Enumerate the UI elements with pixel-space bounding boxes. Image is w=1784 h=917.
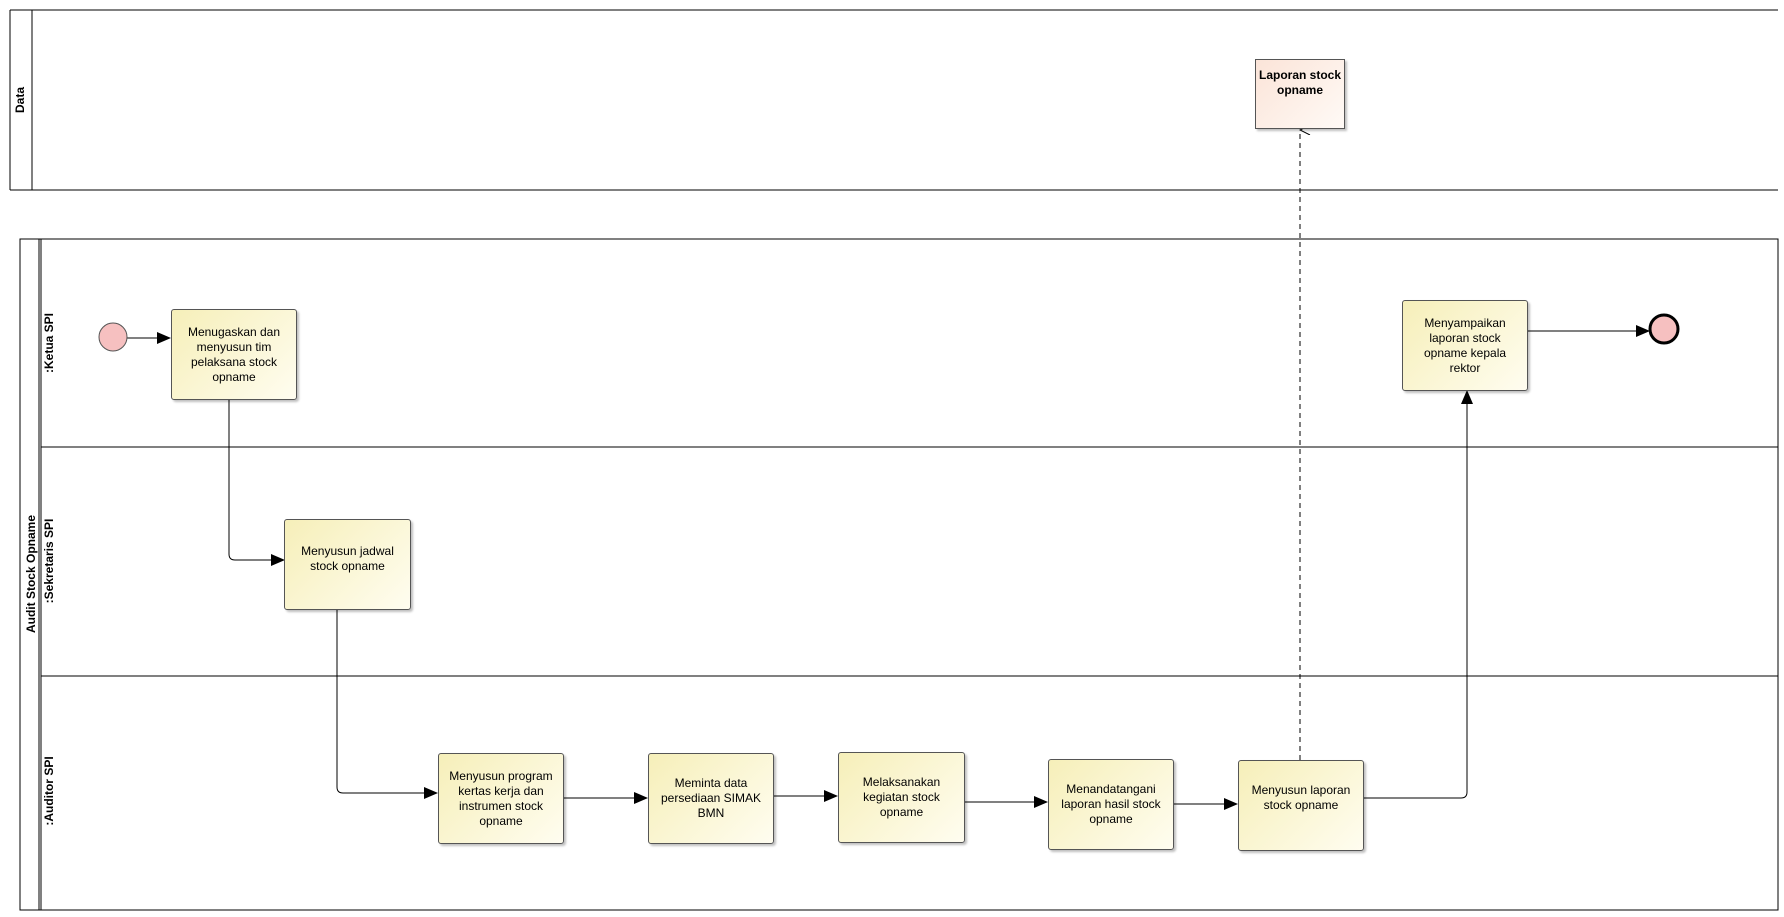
task-melaksanakan[interactable]: Melaksanakan kegiatan stock opname: [838, 752, 965, 843]
task-menandatangani[interactable]: Menandatangani laporan hasil stock opnam…: [1048, 759, 1174, 850]
task-menyampaikan[interactable]: Menyampaikan laporan stock opname kepala…: [1402, 300, 1528, 391]
sequence-flows: [127, 325, 1650, 810]
flow-jadwal-to-program: [336, 610, 438, 799]
lane-label-auditor: :Auditor SPI: [42, 756, 56, 826]
flow-menyusun-to-menyampaikan: [1364, 390, 1473, 799]
data-pool-label: Data: [13, 87, 27, 114]
task-jadwal[interactable]: Menyusun jadwal stock opname: [284, 519, 411, 610]
lane-label-ketua: :Ketua SPI: [42, 313, 56, 374]
data-object-laporan[interactable]: Laporan stock opname: [1255, 59, 1345, 129]
pool-label: Audit Stock Opname: [24, 515, 38, 634]
start-event-icon[interactable]: [98, 322, 128, 352]
end-event-icon[interactable]: [1648, 313, 1680, 345]
task-menyusun-laporan[interactable]: Menyusun laporan stock opname: [1238, 760, 1364, 851]
pool-frame: [19, 238, 1779, 911]
lane-label-sekretaris: :Sekretaris SPI: [42, 518, 56, 604]
task-meminta[interactable]: Meminta data persediaan SIMAK BMN: [648, 753, 774, 844]
data-pool-frame: [9, 9, 1778, 191]
task-program[interactable]: Menyusun program kertas kerja dan instru…: [438, 753, 564, 844]
task-menugaskan[interactable]: Menugaskan dan menyusun tim pelaksana st…: [171, 309, 297, 400]
flow-menugaskan-to-jadwal: [228, 400, 285, 566]
